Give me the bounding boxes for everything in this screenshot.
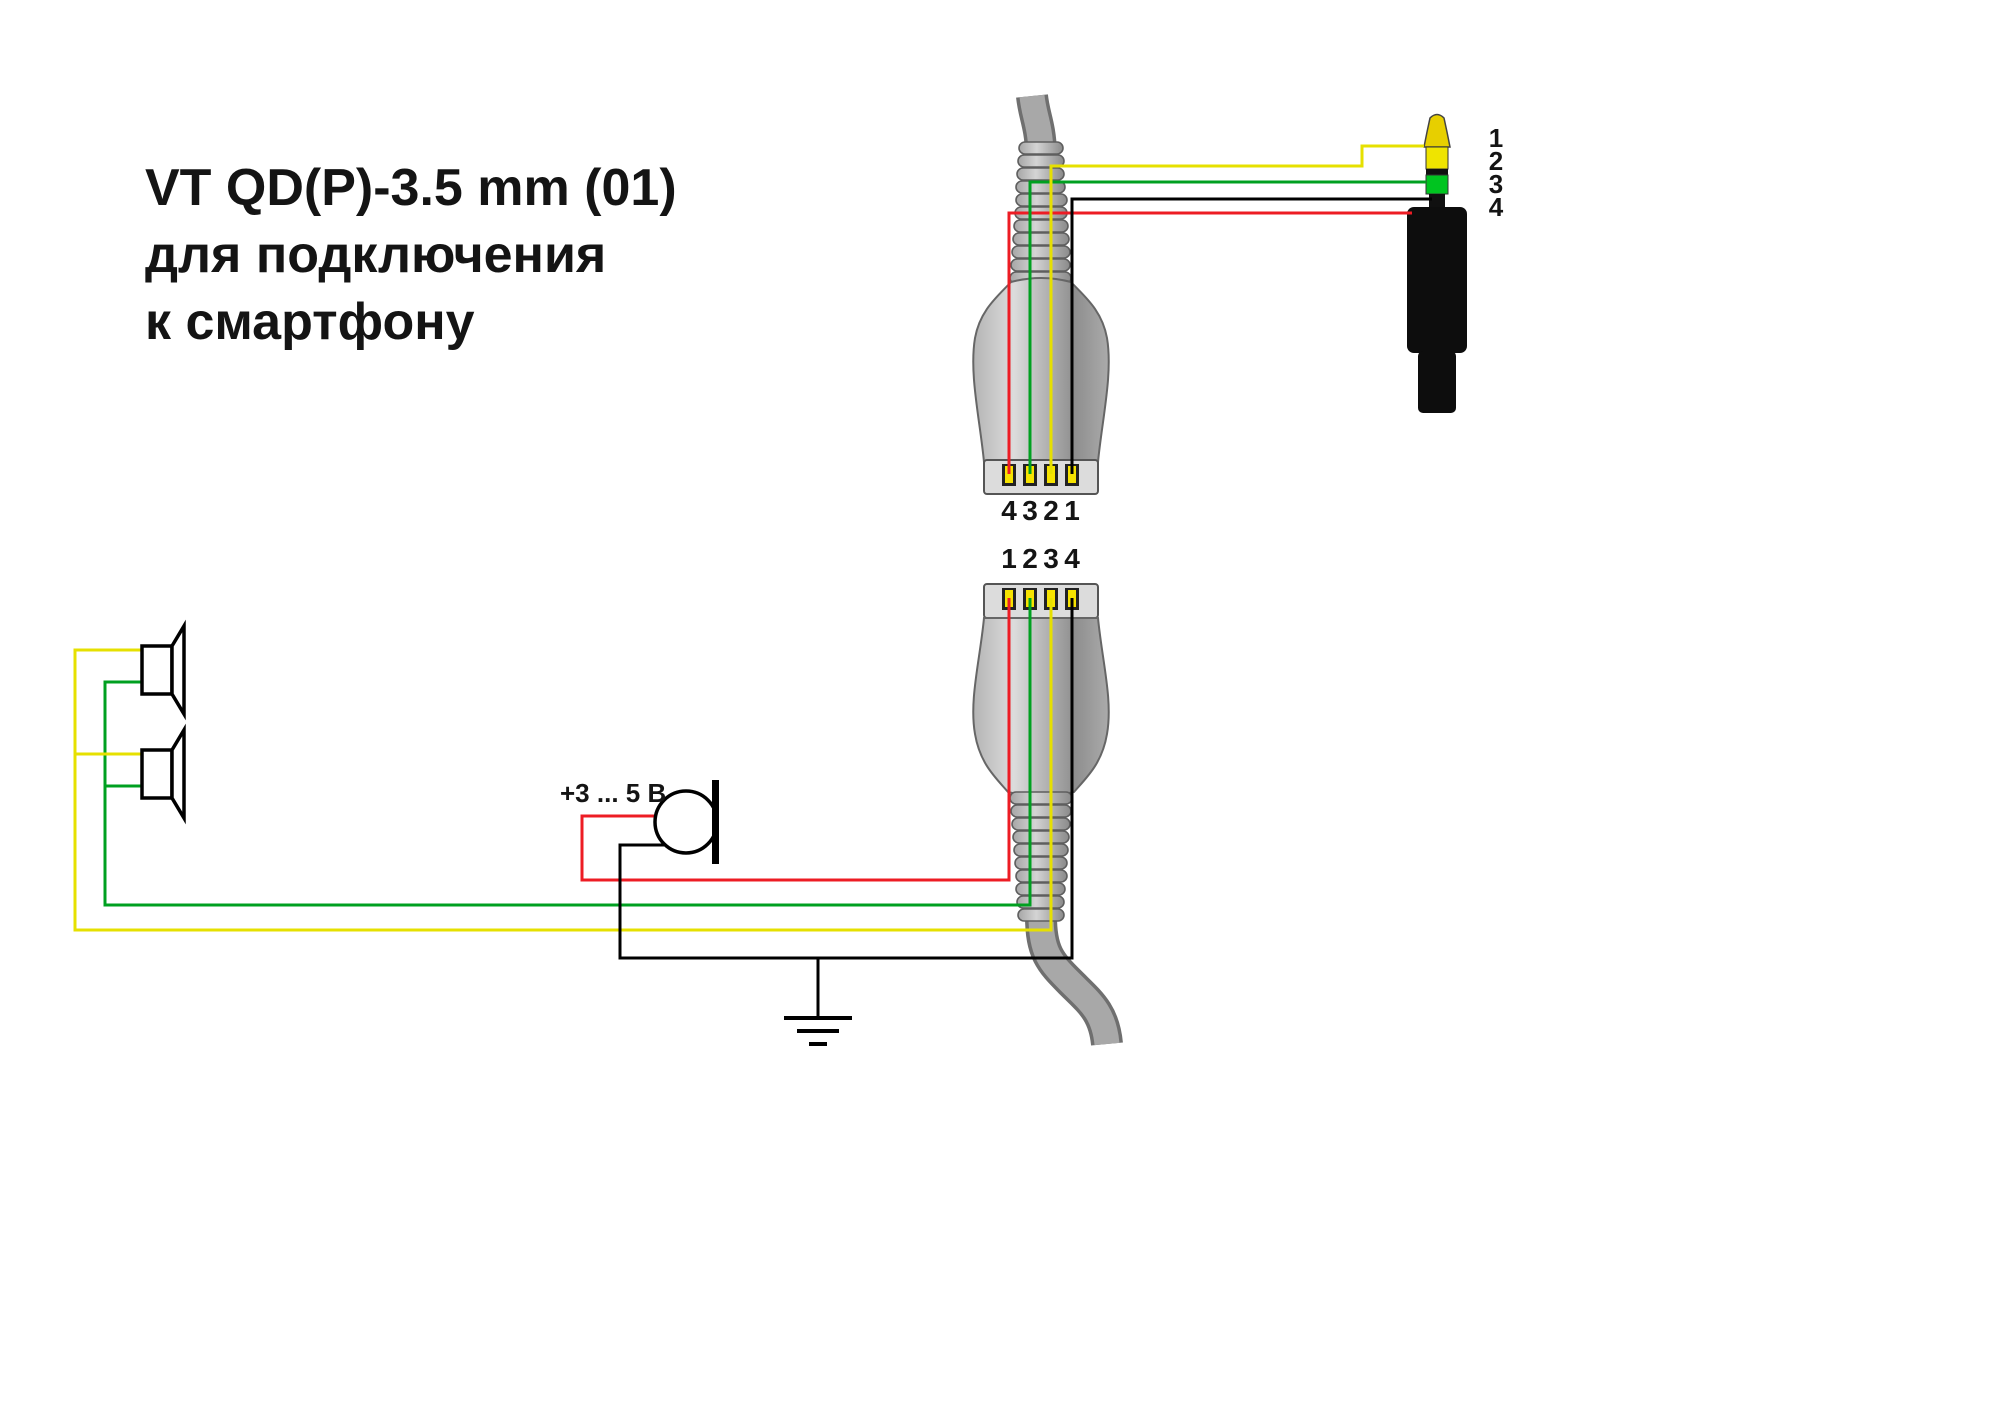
bottom-pin-2: 2	[1022, 543, 1038, 574]
bottom-connector-pin-numbers: 1 2 3 4	[1001, 543, 1080, 574]
top-pin-3: 3	[1022, 495, 1038, 526]
speaker-2-cone	[170, 723, 186, 825]
contact-face-bottom	[983, 583, 1099, 619]
top-pin-1: 1	[1064, 495, 1080, 526]
wire-black-top	[1070, 197, 1432, 474]
speaker-1-cone	[170, 619, 186, 721]
contact-pin	[1047, 466, 1055, 483]
wire-yellow-top	[1049, 144, 1424, 474]
plug-pin-3: 3	[1489, 169, 1503, 199]
trs-plug: 1 2 3 4	[1407, 113, 1504, 413]
top-connector-pin-numbers: 4 3 2 1	[1001, 495, 1080, 526]
plug-pin-4: 4	[1489, 192, 1504, 222]
contact-pin	[1068, 466, 1076, 483]
strain-relief-top	[1009, 141, 1072, 285]
contact-pin	[1026, 466, 1034, 483]
strain-relief-bottom	[1009, 791, 1073, 922]
plug-tip	[1423, 113, 1451, 148]
plug-ring-1-yellow	[1425, 146, 1449, 170]
title-line-3: к смартфону	[145, 293, 475, 351]
title-line-1: VT QD(P)-3.5 mm (01)	[145, 159, 677, 217]
qd-connector-bottom: 1 2 3 4	[972, 543, 1123, 1047]
ground-icon	[784, 1016, 852, 1046]
wires-top-section	[1007, 144, 1432, 474]
connector-body-bottom	[972, 617, 1110, 797]
speaker-1-driver	[140, 644, 174, 696]
plug-neck	[1429, 194, 1445, 207]
wires-bottom-section	[73, 598, 1074, 1018]
wire-red-bottom	[580, 598, 1011, 882]
microphone-icon: +3 ... 5 В	[560, 778, 719, 864]
plug-pin-2: 2	[1489, 146, 1503, 176]
plug-pin-1: 1	[1489, 123, 1503, 153]
speaker-2-driver	[140, 748, 174, 800]
contact-pin	[1005, 466, 1013, 483]
plug-shaft	[1418, 351, 1456, 413]
title-line-2: для подключения	[145, 226, 606, 284]
wire-green-bottom	[103, 598, 1032, 907]
wire-black-bottom	[618, 598, 1074, 1018]
top-pin-2: 2	[1043, 495, 1059, 526]
wire-yellow-bottom	[73, 598, 1053, 932]
plug-separator	[1426, 169, 1448, 175]
plug-sleeve	[1407, 207, 1467, 353]
qd-connector-top: 4 3 2 1	[972, 93, 1110, 526]
top-pin-4: 4	[1001, 495, 1017, 526]
speaker-2-icon	[140, 723, 186, 825]
wire-green-top	[1028, 180, 1426, 474]
cable-bottom	[1028, 915, 1120, 1046]
bottom-pin-3: 3	[1043, 543, 1059, 574]
microphone-backplate	[712, 780, 719, 864]
plug-pin-numbers: 1 2 3 4	[1489, 123, 1504, 222]
contact-face-top	[983, 459, 1099, 495]
wire-red-top	[1007, 211, 1412, 474]
bottom-pin-1: 1	[1001, 543, 1017, 574]
connector-body-top	[972, 277, 1110, 463]
plug-ring-2-green	[1425, 174, 1449, 195]
contacts-top	[1002, 464, 1079, 486]
speaker-1-icon	[140, 619, 186, 721]
bottom-pin-4: 4	[1064, 543, 1080, 574]
mic-voltage-label: +3 ... 5 В	[560, 778, 666, 808]
diagram-title: VT QD(P)-3.5 mm (01) для подключения к с…	[145, 159, 677, 351]
